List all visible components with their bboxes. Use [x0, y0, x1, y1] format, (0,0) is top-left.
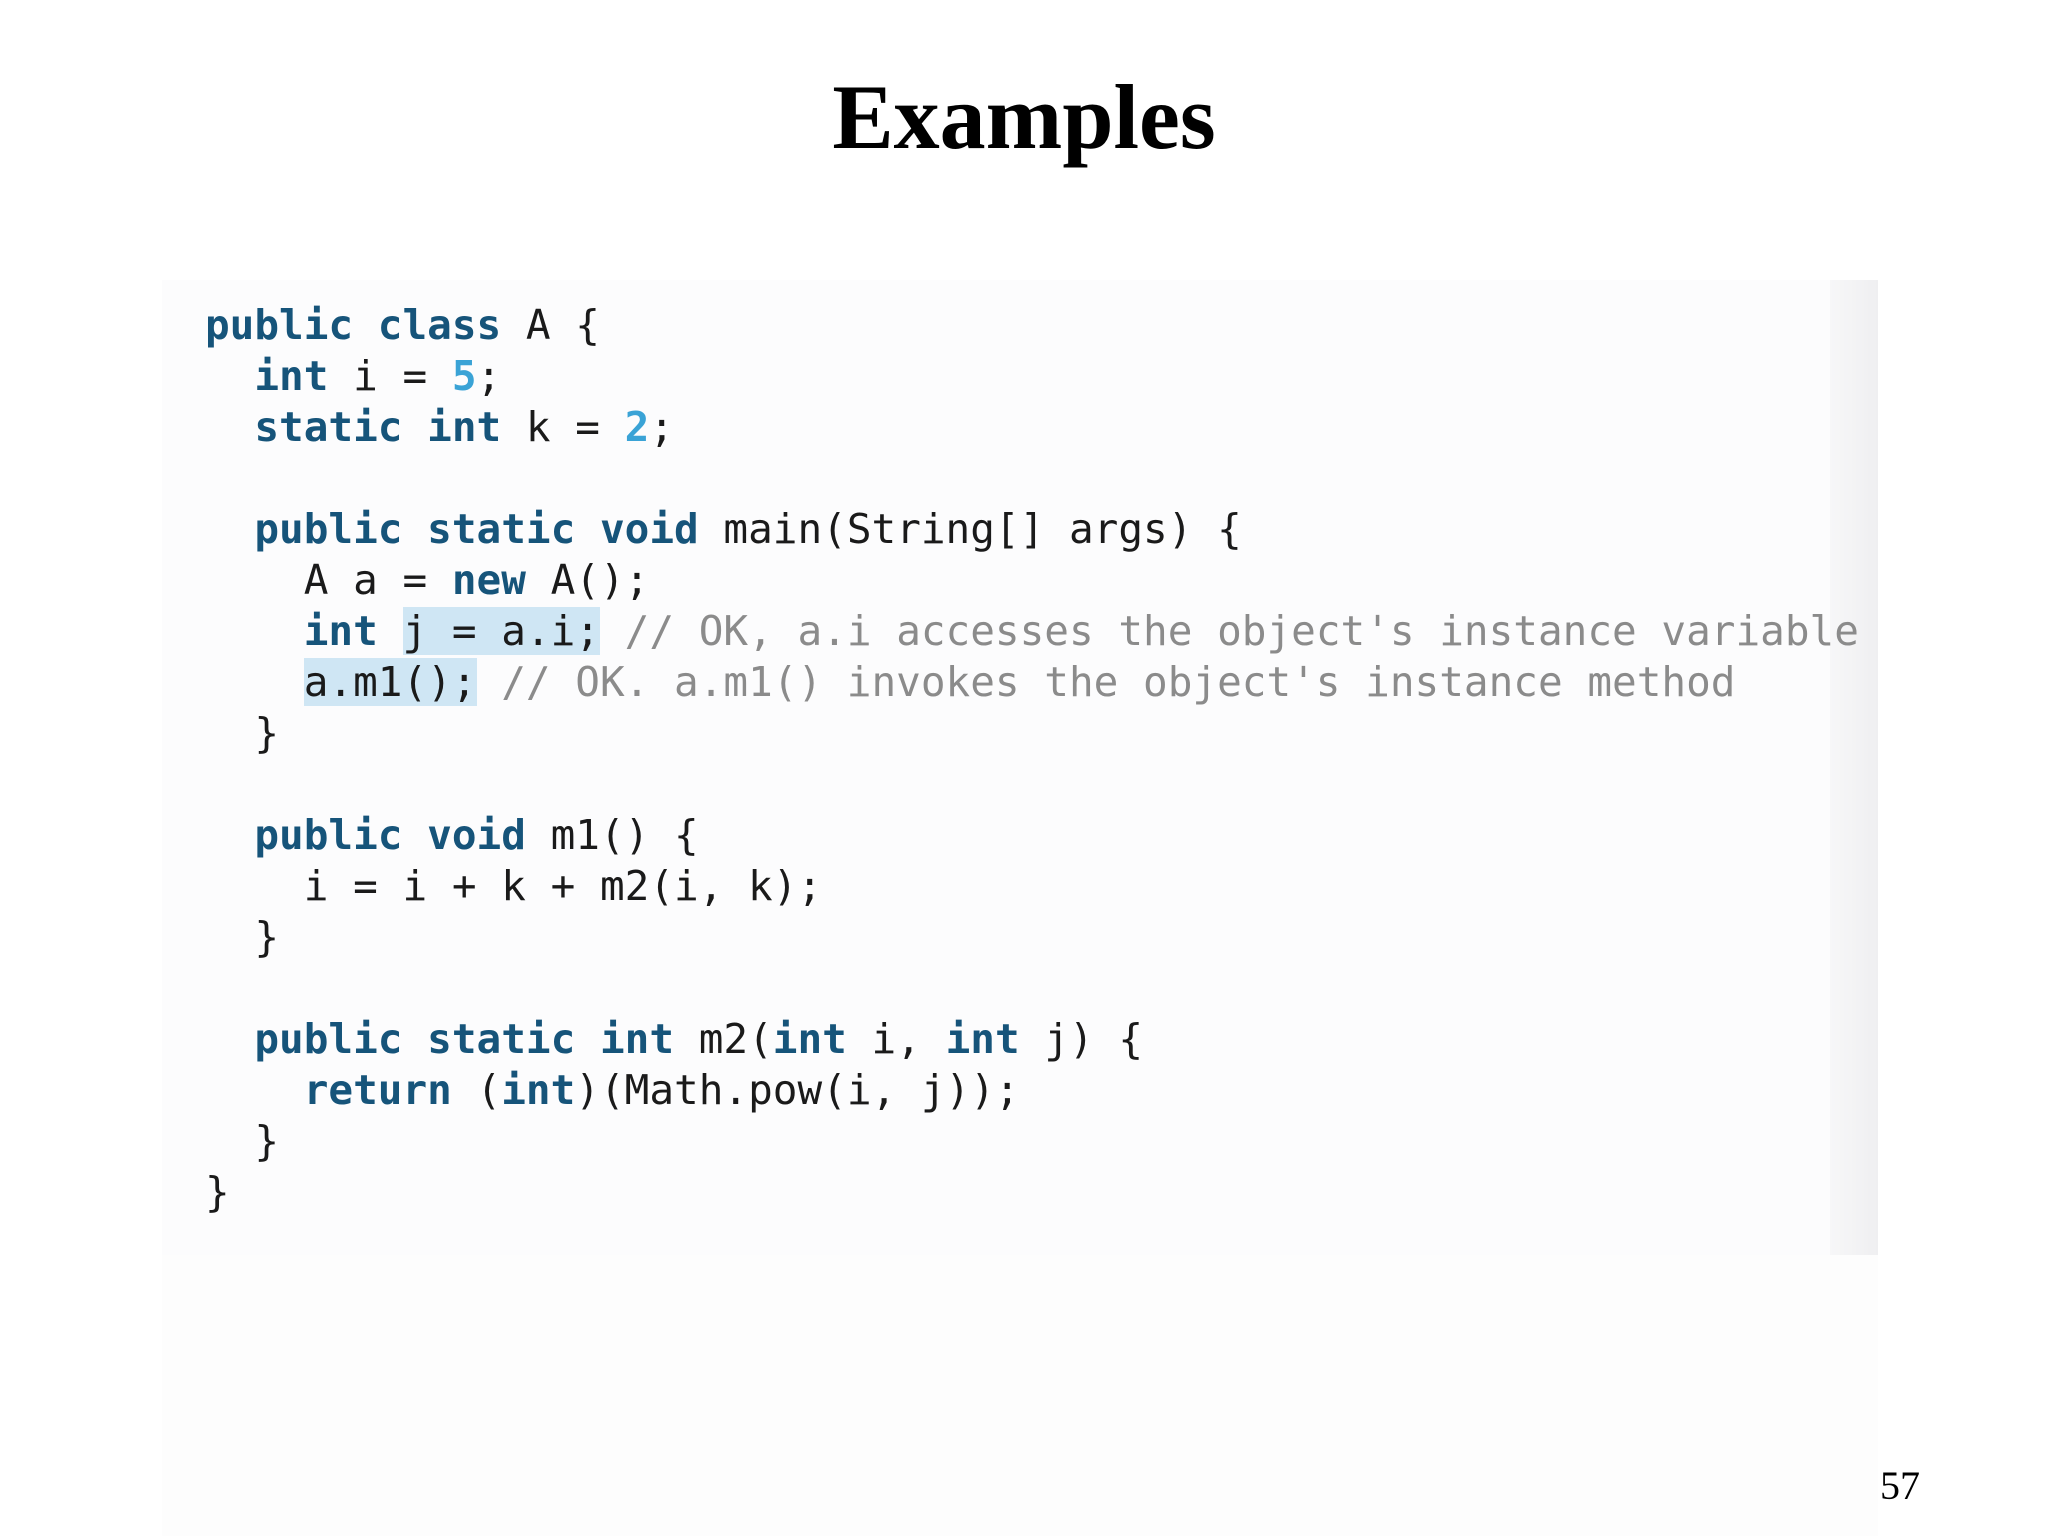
- code-text: [205, 403, 254, 451]
- code-text: [402, 403, 427, 451]
- code-text: [575, 1015, 600, 1063]
- code-text: [205, 607, 304, 655]
- code-number: 2: [624, 403, 650, 451]
- code-line: }: [205, 1167, 1859, 1218]
- code-text: [205, 1066, 304, 1114]
- code-text: [205, 658, 304, 706]
- code-line: public class A {: [205, 300, 1859, 351]
- code-keyword: int: [599, 1015, 675, 1063]
- code-keyword: public: [254, 811, 403, 859]
- code-line: }: [205, 1116, 1859, 1167]
- code-text: [402, 811, 427, 859]
- code-text: main(String[] args) {: [698, 505, 1242, 553]
- code-keyword: int: [501, 1066, 576, 1114]
- code-text: m1() {: [525, 811, 699, 859]
- code-text: [353, 301, 378, 349]
- code-keyword: void: [427, 811, 526, 859]
- code-line: public static int m2(int i, int j) {: [205, 1014, 1859, 1065]
- code-line: [205, 453, 1859, 504]
- code-text: A();: [525, 556, 650, 604]
- code-panel: [162, 280, 1878, 1255]
- code-text: [402, 505, 427, 553]
- code-line: i = i + k + m2(i, k);: [205, 861, 1859, 912]
- code-text: [205, 505, 254, 553]
- code-keyword: public: [254, 1015, 403, 1063]
- code-comment: // OK. a.m1() invokes the object's insta…: [476, 658, 1736, 706]
- code-text: ;: [649, 403, 675, 451]
- code-line: }: [205, 912, 1859, 963]
- code-panel-edge: [1830, 280, 1878, 1255]
- code-text: [205, 352, 254, 400]
- code-keyword: int: [427, 403, 502, 451]
- code-line: }: [205, 708, 1859, 759]
- code-text: }: [205, 1168, 230, 1216]
- code-text: m2(: [674, 1015, 773, 1063]
- code-text: [575, 505, 600, 553]
- code-highlight: j = a.i;: [402, 607, 600, 655]
- code-number: 5: [451, 352, 477, 400]
- code-text: }: [205, 913, 280, 961]
- code-line: return (int)(Math.pow(i, j));: [205, 1065, 1859, 1116]
- code-keyword: public: [205, 301, 354, 349]
- code-text: ;: [476, 352, 502, 400]
- code-line: a.m1(); // OK. a.m1() invokes the object…: [205, 657, 1859, 708]
- code-keyword: static: [427, 505, 576, 553]
- code-keyword: new: [451, 556, 526, 604]
- code-keyword: class: [377, 301, 502, 349]
- page-number: 57: [1880, 1463, 1920, 1508]
- code-text: k =: [501, 403, 625, 451]
- code-text: i =: [328, 352, 452, 400]
- code-line: public void m1() {: [205, 810, 1859, 861]
- code-text: [402, 1015, 427, 1063]
- code-text: A {: [501, 301, 600, 349]
- code-text: [205, 811, 254, 859]
- code-keyword: int: [303, 607, 378, 655]
- code-keyword: public: [254, 505, 403, 553]
- code-highlight: a.m1();: [303, 658, 477, 706]
- lower-background: [162, 1255, 1878, 1536]
- code-line: int i = 5;: [205, 351, 1859, 402]
- code-keyword: void: [599, 505, 699, 553]
- code-keyword: int: [772, 1015, 847, 1063]
- slide-title: Examples: [832, 66, 1216, 168]
- code-text: i,: [846, 1015, 946, 1063]
- code-text: (: [451, 1066, 502, 1114]
- code-line: public static void main(String[] args) {: [205, 504, 1859, 555]
- code-text: A a =: [205, 556, 452, 604]
- code-keyword: int: [945, 1015, 1020, 1063]
- code-text: [378, 607, 403, 655]
- code-keyword: return: [303, 1066, 452, 1114]
- code-line: [205, 759, 1859, 810]
- code-line: [205, 963, 1859, 1014]
- code-keyword: int: [254, 352, 329, 400]
- code-text: i = i + k + m2(i, k);: [205, 862, 823, 910]
- code-text: }: [205, 1117, 280, 1165]
- code-keyword: static: [254, 403, 403, 451]
- code-line: A a = new A();: [205, 555, 1859, 606]
- code-text: j) {: [1019, 1015, 1144, 1063]
- code-text: [205, 1015, 254, 1063]
- code-block: public class A { int i = 5; static int k…: [205, 300, 1859, 1218]
- code-text: }: [205, 709, 280, 757]
- code-text: )(Math.pow(i, j));: [575, 1066, 1020, 1114]
- code-comment: // OK, a.i accesses the object's instanc…: [599, 607, 1859, 655]
- code-keyword: static: [427, 1015, 576, 1063]
- code-line: static int k = 2;: [205, 402, 1859, 453]
- code-line: int j = a.i; // OK, a.i accesses the obj…: [205, 606, 1859, 657]
